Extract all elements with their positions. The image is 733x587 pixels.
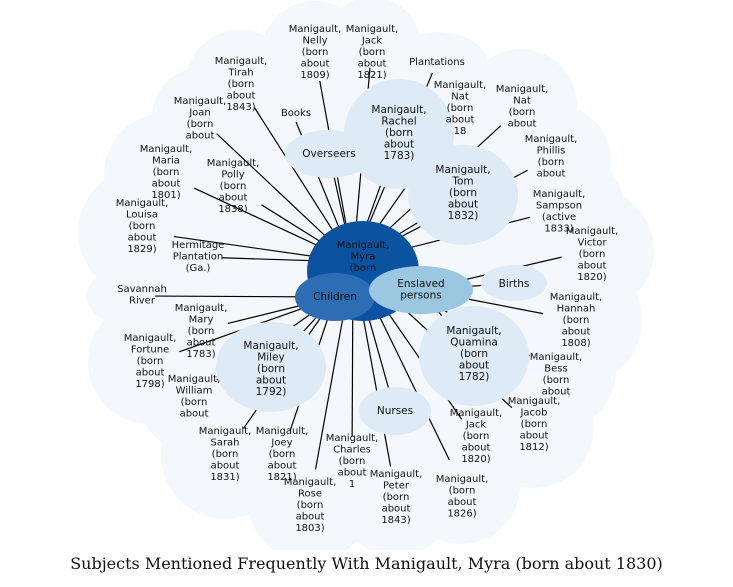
enslaved-hub[interactable]	[369, 266, 473, 314]
quamina-node[interactable]	[419, 306, 529, 406]
overseers-node[interactable]	[285, 130, 373, 178]
births-node[interactable]	[481, 265, 547, 301]
overseers-label: Overseers	[302, 148, 355, 160]
node-layer	[216, 79, 547, 435]
births-label: Births	[499, 278, 530, 290]
nurses-label: Nurses	[377, 405, 413, 417]
children-label: Children	[313, 291, 357, 303]
books-label: Books	[281, 108, 311, 119]
diagram-caption: Subjects Mentioned Frequently With Manig…	[70, 554, 663, 573]
tom-node[interactable]	[408, 145, 518, 245]
nurses-node[interactable]	[359, 387, 431, 435]
children-hub[interactable]	[295, 273, 375, 321]
plantations-label: Plantations	[409, 57, 465, 68]
myra-label: Manigault,Myra(born	[337, 240, 390, 274]
miley-node[interactable]	[216, 322, 326, 412]
